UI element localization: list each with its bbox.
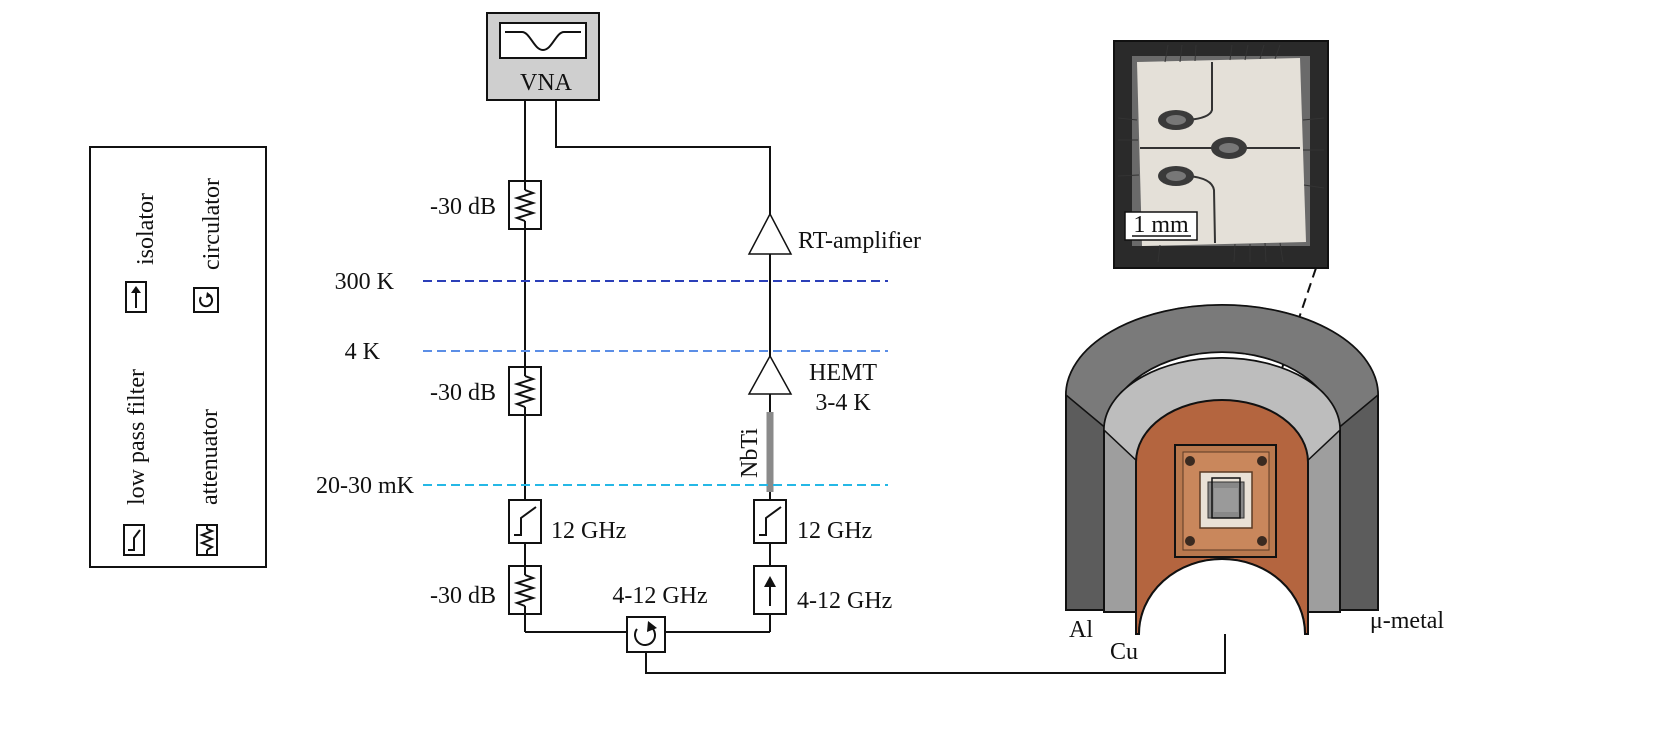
aluminum-label: Al	[1069, 617, 1093, 643]
output-isolator-label: 4-12 GHz	[797, 588, 892, 614]
input-filter-label: 12 GHz	[551, 518, 626, 544]
input-attenuator-top	[508, 180, 542, 230]
output-isolator	[753, 565, 787, 615]
vna-label: VNA	[520, 70, 573, 96]
copper-label: Cu	[1110, 639, 1138, 665]
legend-low-pass-filter-label: low pass filter	[124, 369, 150, 505]
vna-screen	[499, 22, 587, 59]
stage-label-300k: 300 K	[335, 269, 395, 295]
scale-bar-label: 1 mm	[1133, 212, 1189, 238]
legend-isolator-label: isolator	[133, 193, 159, 265]
circulator-icon	[626, 616, 666, 653]
input-attenuator-mid-label: -30 dB	[430, 380, 496, 406]
output-filter-label: 12 GHz	[797, 518, 872, 544]
hemt-label: HEMT	[809, 360, 877, 386]
legend-circulator-icon	[193, 287, 219, 313]
input-attenuator-mid	[508, 366, 542, 416]
mu-metal-label: μ-metal	[1370, 608, 1445, 634]
input-attenuator-top-label: -30 dB	[430, 194, 496, 220]
hemt-amplifier-icon	[747, 354, 793, 395]
legend-circulator-label: circulator	[199, 178, 225, 270]
temperature-stages: 300 K 4 K 20-30 mK	[316, 269, 888, 499]
legend-box	[89, 146, 267, 568]
legend-isolator-icon	[125, 281, 147, 313]
nbti-label: NbTi	[737, 428, 763, 478]
legend-panel: low pass filter attenuator isolator circ…	[89, 146, 267, 568]
stage-label-mk: 20-30 mK	[316, 473, 415, 499]
input-attenuator-bottom	[508, 565, 542, 615]
rt-amplifier-label: RT-amplifier	[798, 228, 921, 254]
vna-instrument: VNA	[486, 12, 600, 101]
hemt-temperature-label: 3-4 K	[815, 390, 871, 416]
input-attenuator-bottom-label: -30 dB	[430, 583, 496, 609]
legend-low-pass-filter-icon	[123, 524, 145, 556]
input-low-pass-filter	[508, 499, 542, 544]
output-low-pass-filter	[753, 499, 787, 544]
legend-attenuator-label: attenuator	[197, 409, 223, 505]
legend-attenuator-icon	[196, 524, 218, 556]
shield-assembly	[1065, 304, 1379, 635]
stage-label-4k: 4 K	[345, 339, 381, 365]
circulator-label: 4-12 GHz	[612, 583, 707, 609]
sample-photo: 1 mm	[1113, 40, 1329, 269]
rt-amplifier-icon	[747, 212, 793, 255]
